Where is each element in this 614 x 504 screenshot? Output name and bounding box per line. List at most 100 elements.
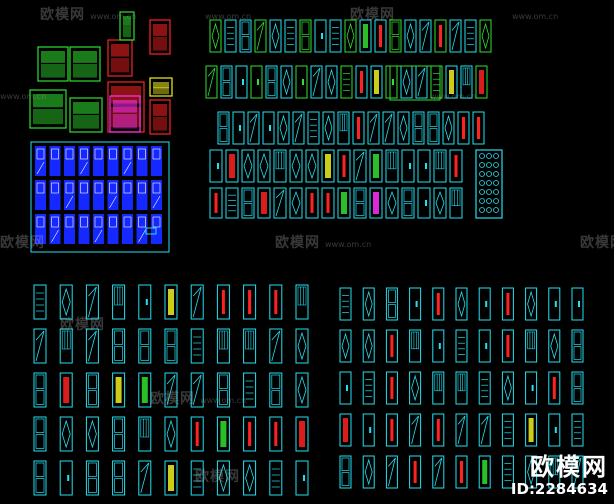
blue-door-line: [80, 161, 88, 175]
brand-watermark: 欧模网 ID:2284634: [511, 454, 608, 498]
door-frame: [247, 111, 260, 145]
door-glass: [462, 67, 471, 86]
door-panel: [267, 82, 276, 96]
door-frame: [370, 65, 383, 99]
door-accent: [214, 193, 218, 213]
door-frame: [269, 460, 283, 496]
door-handle: [438, 343, 441, 349]
blue-door-block: [151, 180, 162, 210]
lattice-ornament: [479, 180, 485, 186]
door-frame: [432, 287, 445, 321]
door-panel: [341, 457, 350, 471]
door-frame: [374, 19, 387, 53]
door-frame: [85, 416, 99, 452]
door-frame: [525, 287, 538, 321]
door-frame: [548, 371, 561, 405]
blue-door-glass: [65, 216, 74, 228]
door-panel-fill: [111, 58, 129, 73]
door-elevation-colored: [149, 99, 171, 135]
door-frame: [321, 187, 335, 219]
door-diamond: [550, 332, 559, 360]
door-frame: [445, 65, 458, 99]
door-glass: [527, 331, 535, 350]
door-panel: [166, 330, 176, 345]
door-panel: [114, 462, 123, 477]
door-frame: [548, 287, 561, 321]
blue-door-line: [123, 161, 132, 175]
door-frame: [501, 371, 514, 405]
door-diagonal: [192, 286, 202, 297]
blue-door-glass: [80, 182, 88, 194]
door-frame: [232, 111, 245, 145]
door-frame: [205, 65, 218, 99]
blue-door-glass: [65, 148, 74, 160]
blue-door-line: [152, 195, 161, 209]
blue-door-block: [136, 180, 148, 210]
door-frame: [432, 413, 445, 447]
door-frame: [280, 65, 293, 99]
door-frame: [85, 372, 99, 408]
door-frame: [455, 329, 468, 363]
blue-door-glass: [94, 148, 103, 160]
door-handle: [242, 79, 244, 85]
door-frame: [243, 284, 257, 320]
door-frame: [548, 329, 561, 363]
door-panel: [114, 434, 123, 449]
door-frame: [525, 371, 538, 405]
door-frame: [241, 149, 255, 183]
lattice-ornament: [479, 171, 485, 177]
door-frame: [362, 287, 375, 321]
door-panel: [35, 390, 45, 405]
blue-door-block: [49, 214, 61, 244]
blue-door-block: [136, 146, 148, 176]
door-panel: [241, 21, 250, 35]
door-panel: [114, 418, 123, 433]
door-frame: [257, 187, 271, 219]
door-diagonal: [421, 21, 430, 31]
door-frame: [329, 19, 342, 53]
door-diamond: [324, 114, 333, 142]
door-glass: [219, 330, 228, 350]
door-frame: [325, 65, 338, 99]
door-glass: [114, 286, 123, 306]
lattice-ornament: [479, 198, 485, 204]
door-frame: [217, 111, 230, 145]
door-frame: [478, 371, 491, 405]
door-handle: [425, 200, 427, 206]
door-frame: [235, 65, 248, 99]
lattice-ornament: [493, 180, 499, 186]
door-frame: [367, 111, 380, 145]
door-diagonal: [192, 374, 202, 406]
door-panel: [241, 36, 250, 50]
door-fill-pattern: [373, 192, 379, 214]
door-accent: [248, 290, 252, 314]
door-accent: [390, 419, 394, 441]
door-glass: [451, 189, 461, 206]
blue-door-glass: [123, 216, 132, 228]
door-panel: [301, 21, 310, 35]
door-elevation-colored: [37, 46, 69, 82]
blue-door-glass: [94, 216, 103, 228]
lattice-ornament: [493, 162, 499, 168]
door-frame: [501, 413, 514, 447]
door-frame: [273, 149, 287, 183]
door-panel: [140, 330, 150, 345]
blue-door-block: [107, 214, 119, 244]
door-panel: [391, 21, 400, 35]
door-frame: [112, 284, 126, 320]
door-frame: [385, 371, 398, 405]
door-panel-fill: [33, 94, 63, 108]
door-frame: [262, 111, 275, 145]
door-fill-pattern: [63, 377, 70, 403]
door-frame: [355, 65, 368, 99]
door-frame: [369, 187, 383, 219]
door-frame: [525, 455, 538, 489]
door-frame: [164, 372, 178, 408]
door-panel: [403, 189, 413, 203]
door-panel: [243, 203, 253, 216]
door-fill-pattern: [528, 418, 534, 442]
door-diagonal: [355, 151, 365, 161]
door-diamond: [402, 68, 411, 96]
door-diagonal: [271, 330, 281, 362]
door-glass: [339, 113, 348, 132]
